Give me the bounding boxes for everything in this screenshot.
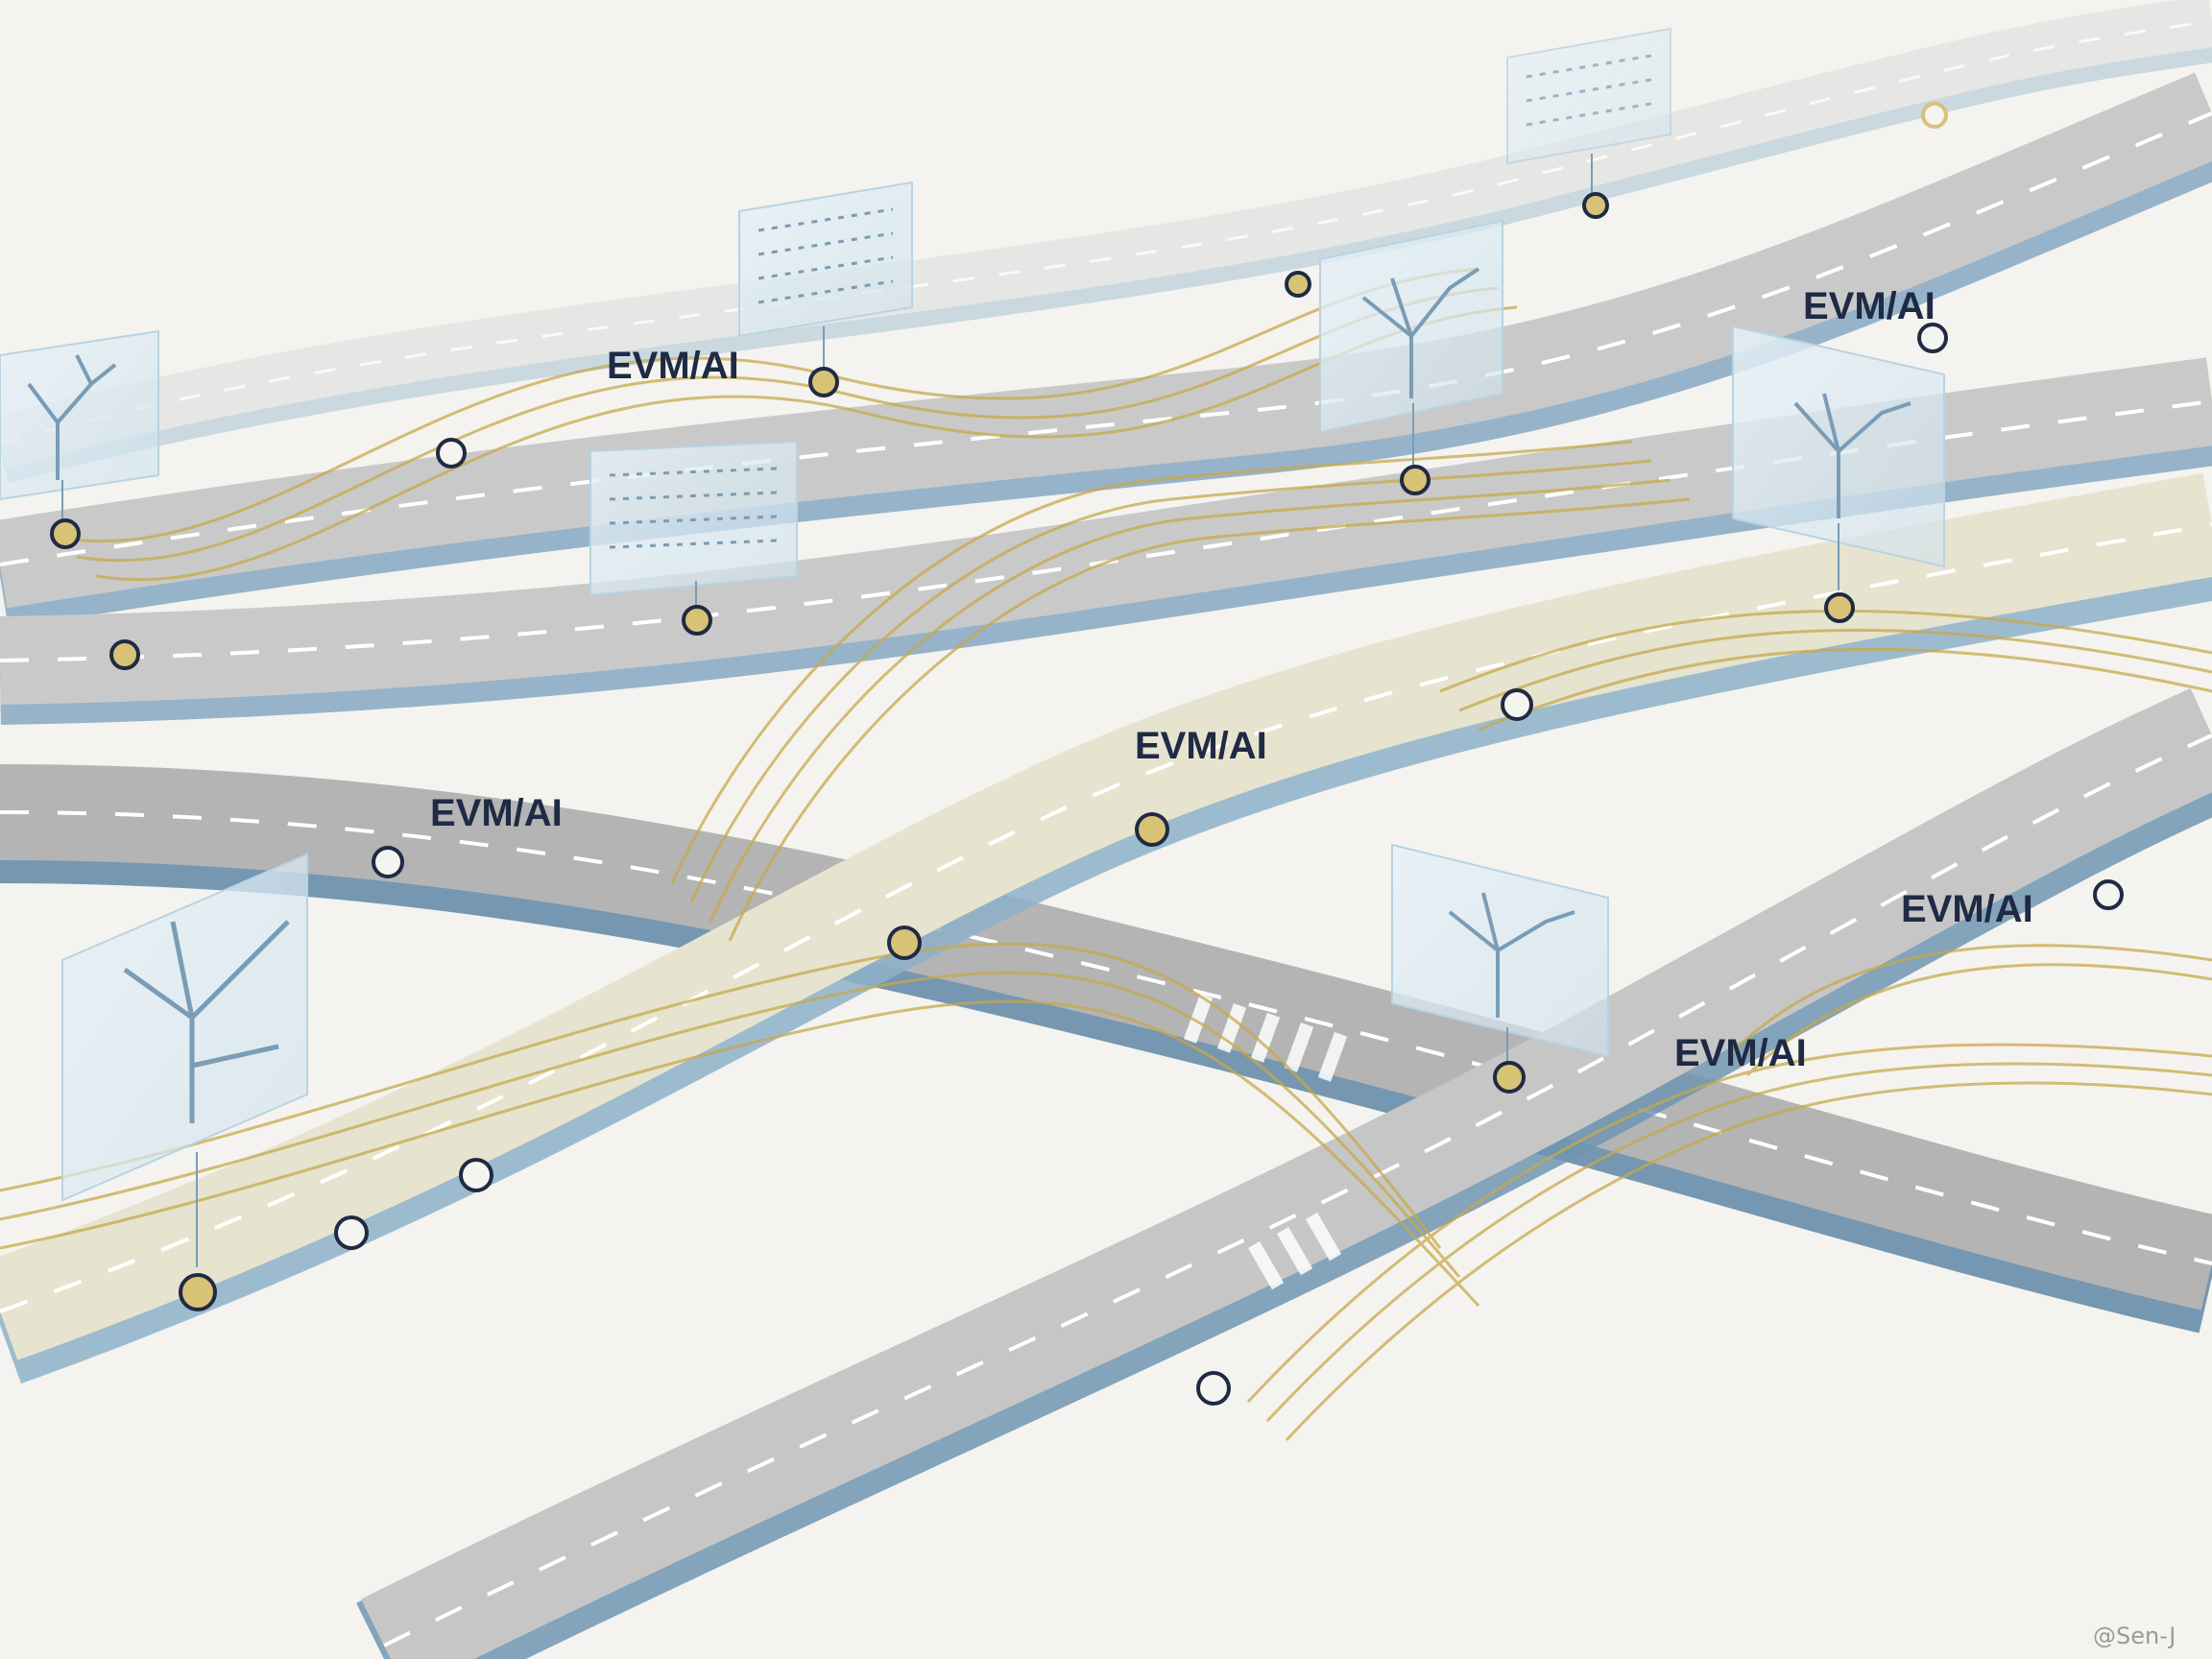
road-upper bbox=[0, 72, 2212, 629]
text-panel-icon bbox=[589, 440, 798, 614]
node-icon bbox=[50, 102, 2124, 1406]
tree-network-icon bbox=[0, 329, 159, 528]
gold-data-streams bbox=[0, 267, 2212, 1442]
road-label: EVM/AI bbox=[1674, 1032, 1807, 1074]
road-label: EVM/AI bbox=[1135, 725, 1267, 767]
road-top-faint bbox=[0, 0, 2212, 484]
text-panel-icon bbox=[738, 180, 913, 374]
crosswalk bbox=[1183, 994, 1348, 1290]
tree-network-icon bbox=[1391, 843, 1609, 1070]
road-label: EVM/AI bbox=[1901, 888, 2033, 930]
watermark: @Sen-J bbox=[2093, 1623, 2176, 1649]
tree-network-icon bbox=[1732, 325, 1945, 590]
tree-network-icon bbox=[61, 853, 308, 1267]
text-panel-icon bbox=[1506, 27, 1671, 197]
road-label: EVM/AI bbox=[1803, 285, 1936, 327]
road-bottom bbox=[356, 687, 2212, 1659]
tree-network-icon bbox=[1319, 219, 1503, 466]
road-label: EVM/AI bbox=[430, 792, 563, 834]
road-crossing bbox=[0, 764, 2212, 1334]
road-label: EVM/AI bbox=[607, 345, 739, 387]
